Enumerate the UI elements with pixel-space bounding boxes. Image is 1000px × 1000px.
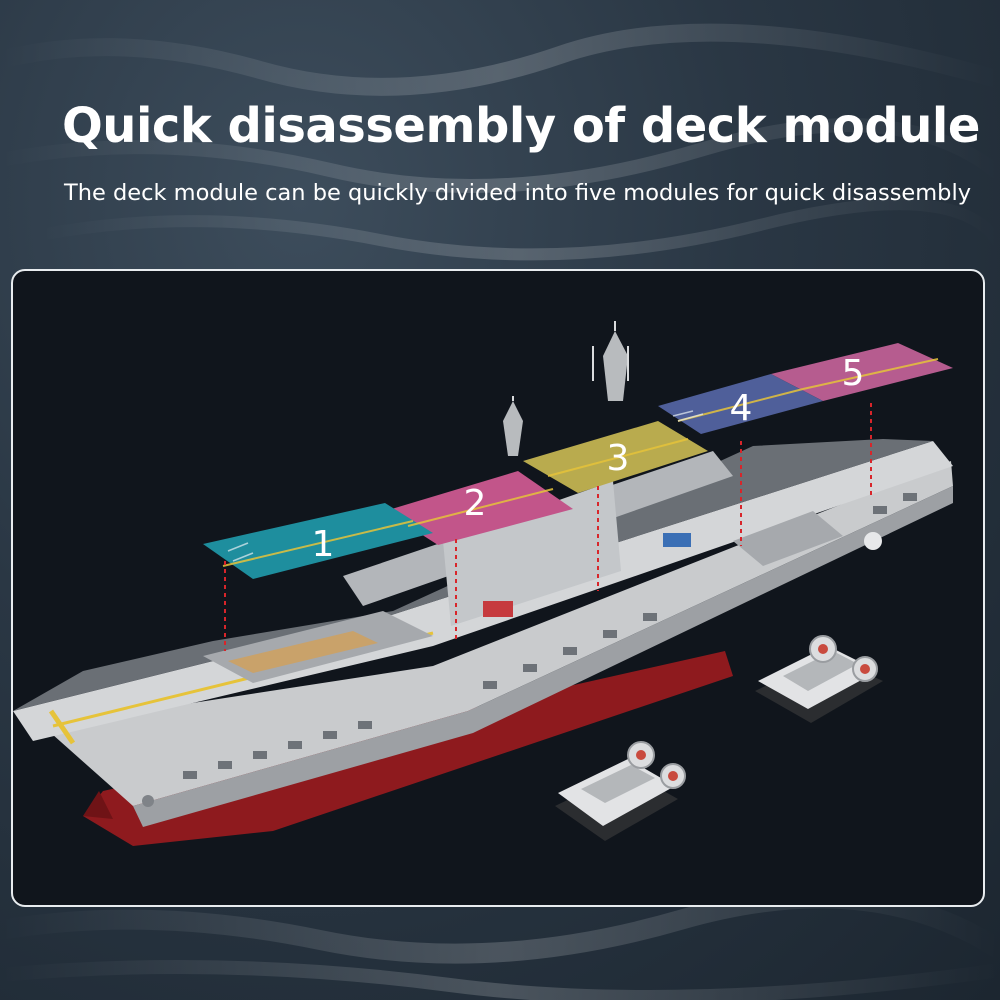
deck-module-label-1: 1 <box>312 524 335 565</box>
deck-module-label-5: 5 <box>842 353 865 394</box>
hovercraft-icon <box>555 741 686 841</box>
deck-module-1 <box>203 503 433 579</box>
deck-modules <box>203 343 953 579</box>
hovercraft-icon <box>755 635 883 723</box>
deck-module-label-4: 4 <box>730 388 753 429</box>
module-guide-lines <box>224 403 872 651</box>
page-subtitle: The deck module can be quickly divided i… <box>64 180 972 206</box>
deck-module-3 <box>523 421 708 493</box>
deck-module-label-2: 2 <box>464 483 487 524</box>
aircraft-carrier-icon <box>13 321 953 846</box>
product-image-panel: 1 2 3 4 5 <box>11 269 985 907</box>
page-title: Quick disassembly of deck module <box>62 98 980 154</box>
ship-illustration: 1 2 3 4 5 <box>13 321 953 846</box>
deck-module-label-3: 3 <box>607 438 630 479</box>
